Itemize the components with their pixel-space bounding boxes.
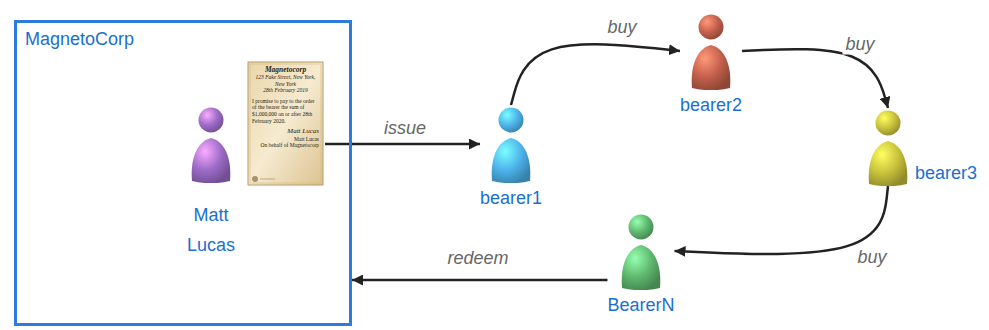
person-name: BearerN [607, 290, 674, 320]
person-name: bearer2 [680, 90, 742, 120]
edge-label: issue [381, 118, 429, 139]
person-body [192, 138, 231, 183]
flow-arrow [352, 279, 607, 282]
paper-text-line: Magnetocorp [252, 65, 319, 74]
person-name: bearer1 [480, 183, 542, 213]
participant: bearer3 [865, 108, 977, 186]
paper-text-line: 123 Fake Street, New York, New York [252, 74, 319, 87]
paper-text-line: On behalf of Magnetocorp [252, 142, 319, 149]
paper-text-line: Matt Lucas [252, 136, 319, 143]
group-title: MagnetoCorp [17, 23, 349, 50]
paper-text: Magnetocorp123 Fake Street, New York, Ne… [252, 65, 319, 149]
person-body [622, 245, 661, 290]
paper-text-line: Matt Lucas [252, 127, 319, 135]
person-head [629, 215, 654, 240]
paper-edge [250, 64, 321, 183]
person-head [698, 15, 723, 40]
edge-label: buy [842, 34, 877, 55]
person-head [498, 108, 523, 133]
person-name: bearer3 [915, 160, 977, 186]
person-head [199, 108, 224, 133]
name-holder: Matt Lucas [176, 200, 246, 260]
flow-arrow [742, 49, 888, 108]
participant: bearer1 [480, 105, 542, 213]
participant: BearerN [607, 212, 674, 320]
person-icon [488, 105, 534, 183]
paper-text-line: I promise to pay to the order of the bea… [252, 98, 319, 124]
edge-label: redeem [444, 248, 511, 269]
person-body [869, 141, 908, 186]
person-icon [188, 105, 234, 183]
person-head [876, 111, 901, 136]
person-icon [865, 108, 911, 186]
paper-mark [260, 179, 275, 180]
person-icon [618, 212, 664, 290]
person-body [492, 138, 531, 183]
edge-label: buy [854, 247, 889, 268]
paper-sheet [248, 62, 323, 185]
flow-arrow [511, 44, 680, 105]
edge-label: buy [604, 17, 639, 38]
paper-seal [252, 176, 258, 182]
flow-arrow [325, 143, 480, 146]
participant: bearer2 [680, 12, 742, 120]
person-icon [688, 12, 734, 90]
person-body [692, 45, 731, 90]
person-name: Matt Lucas [176, 200, 246, 260]
paper-text-line: 28th February 2019 [252, 87, 319, 94]
flow-arrow [675, 186, 888, 254]
